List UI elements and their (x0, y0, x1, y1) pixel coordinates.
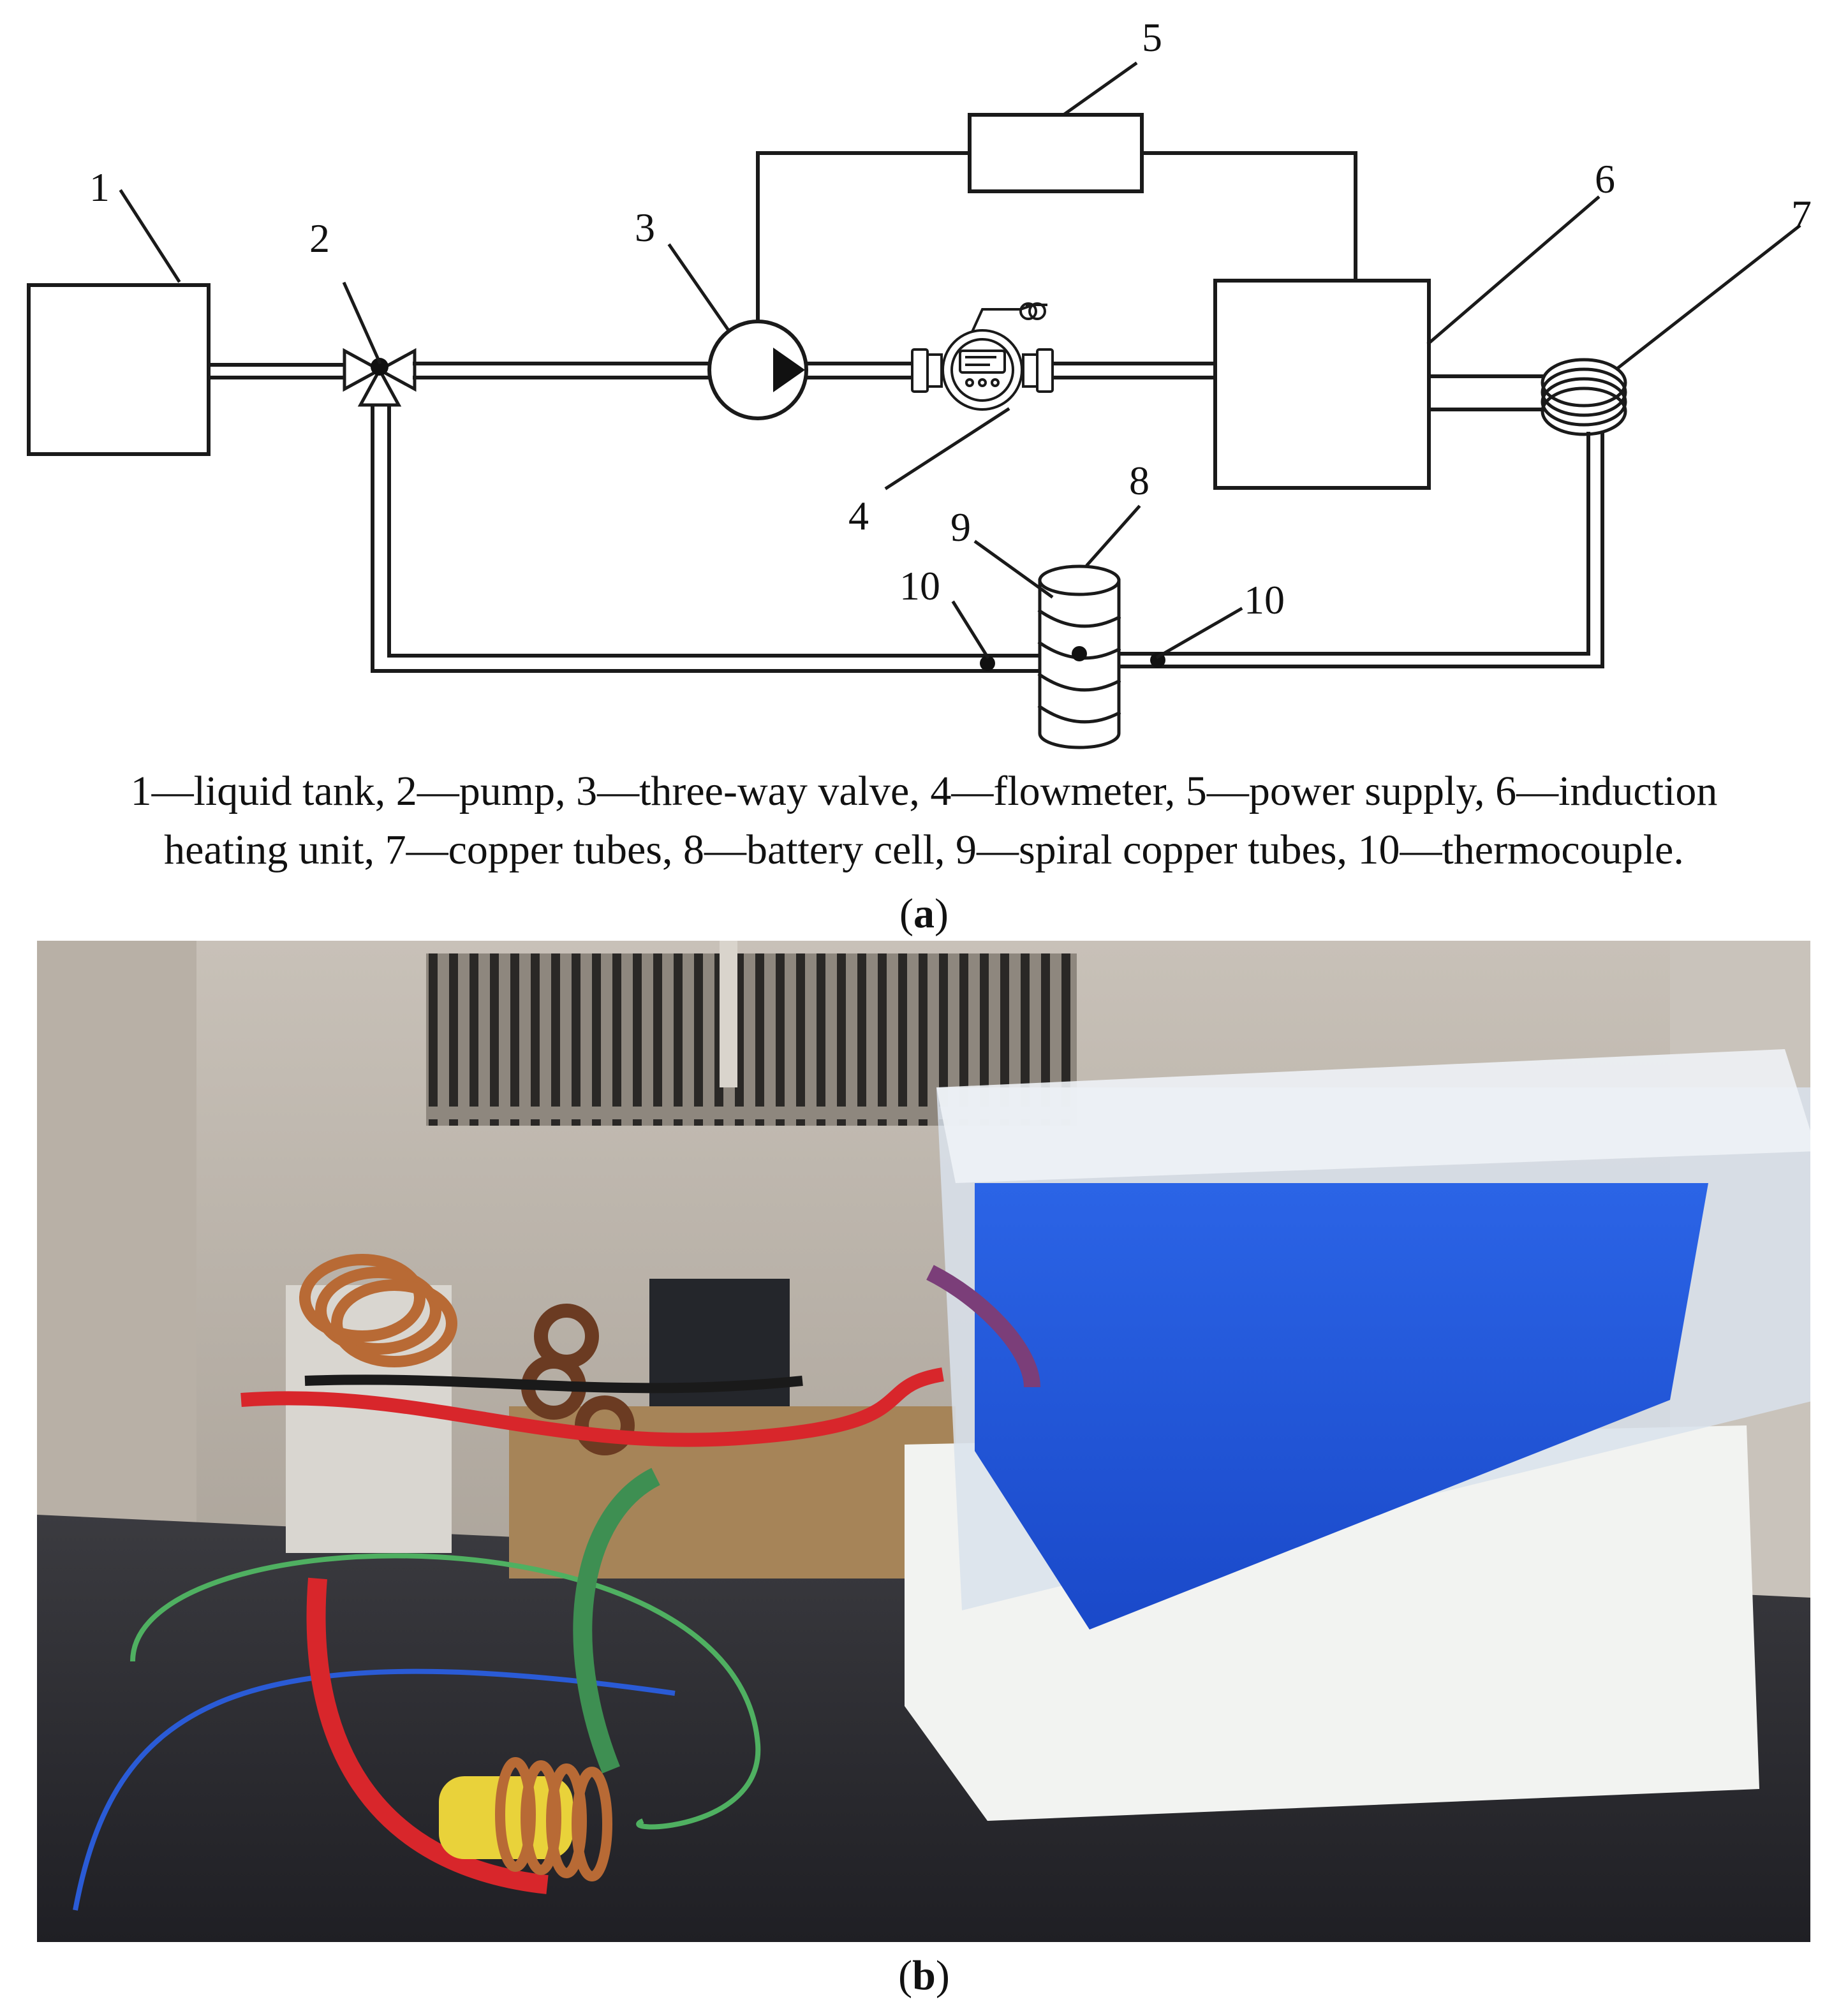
blue-wire (73, 1668, 676, 1911)
return-pipe-outer (1076, 432, 1604, 668)
panel-label-a: (a) (899, 890, 949, 937)
panel-letter-b: b (912, 1952, 936, 1999)
label-3: 3 (635, 205, 655, 250)
leader-2 (342, 281, 382, 365)
battery-thermocouple-dot (1072, 646, 1087, 661)
label-1: 1 (89, 165, 110, 210)
caption-line-1: 1—liquid tank, 2—pump, 3—three-way valve… (130, 768, 1718, 814)
leader-3 (667, 243, 730, 331)
power-supply-box (968, 113, 1144, 193)
caption-line-2: heating unit, 7—copper tubes, 8—battery … (164, 827, 1684, 873)
induction-coil-upper (299, 1254, 457, 1367)
sensor-rod (720, 941, 737, 1087)
leader-10b (1155, 607, 1243, 659)
return-pipe-left-inner (387, 406, 1039, 658)
three-way-valve-symbol (343, 348, 417, 407)
green-wire (130, 1553, 761, 1830)
panel-label-b: (b) (898, 1952, 950, 1999)
leader-7 (1615, 224, 1801, 371)
label-2: 2 (309, 216, 330, 261)
green-tube (573, 1468, 661, 1774)
return-pipe-left-outer (371, 406, 1039, 673)
liquid-tank-box (27, 283, 211, 456)
label-6: 6 (1595, 156, 1615, 202)
induction-heating-box (1213, 279, 1431, 490)
leader-6 (1426, 195, 1600, 346)
label-9: 9 (950, 504, 971, 550)
label-4: 4 (848, 493, 869, 538)
leader-5 (1063, 61, 1138, 116)
experimental-setup-photo (37, 941, 1810, 1942)
leader-10a (951, 600, 990, 659)
label-10-outlet: 10 (1244, 577, 1285, 622)
battery-cell (439, 1776, 573, 1859)
leader-8 (1085, 504, 1141, 567)
spiral-copper-tubes (495, 1757, 612, 1881)
pump-arrow (773, 348, 805, 392)
container-rim (936, 1049, 1810, 1183)
battery-cell-symbol (1037, 564, 1121, 749)
wire-pump-power (756, 151, 972, 323)
label-7: 7 (1791, 192, 1812, 237)
schematic-diagram: 1 2 3 4 5 6 7 8 9 10 10 (27, 15, 1812, 749)
wire-power-heater (1140, 151, 1357, 283)
red-tube (306, 1577, 549, 1894)
label-10-inlet: 10 (899, 563, 940, 608)
leader-9 (973, 540, 1054, 599)
blue-coolant (975, 1183, 1708, 1630)
container-handle (926, 1265, 1040, 1388)
return-pipe-inner (1076, 432, 1590, 656)
panel-letter-a: a (913, 890, 935, 937)
label-5: 5 (1142, 15, 1162, 60)
copper-coil-symbol (1541, 358, 1627, 436)
leader-1 (119, 189, 181, 283)
label-8: 8 (1129, 458, 1149, 503)
red-wire (240, 1367, 944, 1447)
valve-center-dot (371, 358, 388, 376)
flowmeter-symbol (911, 302, 1054, 411)
black-wire (304, 1374, 803, 1394)
thermocouple-inlet-dot (980, 656, 995, 671)
leader-4 (884, 407, 1010, 490)
